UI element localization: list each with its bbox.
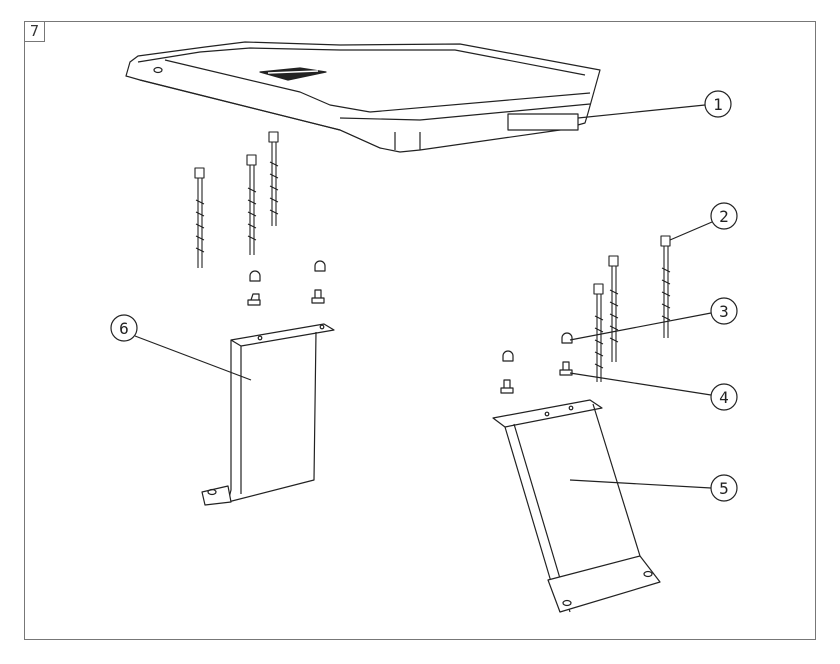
screw-group-left: [194, 131, 279, 268]
callout-label: 4: [719, 388, 729, 407]
lid-part: [125, 41, 601, 153]
callout-label: 1: [713, 95, 723, 114]
callout-6: 6: [110, 314, 252, 381]
callout-label: 6: [119, 319, 129, 338]
callout-label: 5: [719, 479, 729, 498]
screw: [660, 235, 671, 338]
screw: [593, 283, 604, 382]
callout-3: 3: [569, 297, 738, 341]
fasteners-left: [247, 260, 326, 306]
screw: [194, 167, 205, 268]
bracket-right: [492, 399, 661, 613]
callout-1: 1: [577, 90, 732, 119]
callout-label: 3: [719, 302, 729, 321]
screw: [608, 255, 619, 362]
screw: [246, 154, 257, 255]
page-tag: 7: [24, 21, 45, 42]
bracket-left: [201, 323, 335, 506]
screw-group-right: [593, 235, 671, 382]
callout-label: 2: [719, 207, 729, 226]
drawing-frame: [24, 21, 816, 640]
fasteners-right: [500, 332, 573, 394]
screw: [268, 131, 279, 226]
callout-2: 2: [669, 202, 738, 241]
callout-4: 4: [569, 372, 738, 411]
callout-5: 5: [569, 474, 738, 502]
